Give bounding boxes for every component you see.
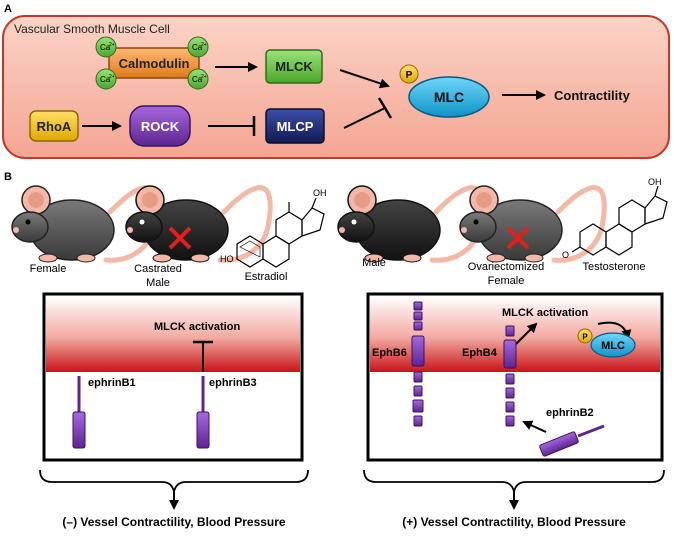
left-brace [39, 469, 309, 493]
ephrinb3-protein [196, 376, 210, 449]
calmodulin-box [108, 47, 200, 79]
ephb6-receptor [411, 301, 425, 427]
svg-text:Ca: Ca [192, 75, 203, 84]
calmodulin-label: Calmodulin [119, 56, 190, 71]
svg-text:Ca: Ca [100, 43, 111, 52]
left-mlck-activation: MLCK activation [154, 321, 240, 333]
red-x-icon [506, 226, 530, 250]
ephb4-label: EphB4 [462, 347, 498, 359]
ovx-label: Ovariectomized [468, 261, 544, 273]
left-result: (–) Vessel Contractility, Blood Pressure [62, 515, 286, 529]
phosphate-node [399, 64, 419, 84]
rock-label: ROCK [141, 119, 180, 134]
rhoa-label: RhoA [37, 119, 72, 134]
cell-label: Vascular Smooth Muscle Cell [14, 22, 170, 36]
svg-text:2+: 2+ [201, 42, 207, 48]
svg-text:Ca: Ca [192, 43, 203, 52]
mlc-label-b: MLC [601, 340, 625, 352]
castrated-label: Castrated [134, 263, 182, 275]
estradiol-oh: OH [313, 188, 327, 198]
calcium-ion: Ca 2+ [187, 68, 209, 90]
ephb4-receptor [503, 325, 517, 427]
svg-text:2+: 2+ [201, 74, 207, 80]
ephb6-label: EphB6 [372, 347, 407, 359]
mlcp-label: MLCP [277, 119, 314, 134]
testosterone-oh: OH [648, 177, 662, 187]
red-x-icon [168, 226, 192, 250]
mlc-node-b [590, 332, 636, 358]
right-mlck-activation: MLCK activation [502, 307, 588, 319]
ovx-label-2: Female [488, 275, 525, 287]
phosphate-label: P [406, 70, 413, 81]
mlcp-box [265, 108, 325, 144]
phosphate-label-b: P [582, 333, 588, 342]
ephrinb2-protein [539, 424, 605, 457]
testosterone-structure-icon [571, 185, 668, 256]
svg-text:Ca: Ca [100, 75, 111, 84]
ovariectomized-female-mouse-icon [460, 186, 604, 262]
svg-text:2+: 2+ [109, 42, 115, 48]
male-label: Male [362, 257, 386, 269]
castrated-male-mouse-icon [126, 186, 270, 262]
rhoa-box [29, 110, 79, 142]
testosterone-label: Testosterone [583, 261, 646, 273]
rock-box [129, 105, 191, 147]
contractility-label: Contractility [554, 88, 631, 103]
inhibit-mlcp-mlc [343, 107, 386, 129]
ephrinb1-protein [72, 376, 86, 449]
phosphate-node-b [577, 328, 593, 344]
mlc-label: MLC [434, 89, 464, 105]
left-membrane [46, 296, 300, 372]
testosterone-o: O [562, 250, 569, 260]
right-brace [363, 469, 665, 493]
panel-a-letter: A [4, 3, 12, 15]
inhibit-bar [377, 97, 393, 119]
estradiol-structure-icon [236, 197, 325, 268]
ephrinb1-label: ephrinB1 [88, 377, 136, 389]
ephrinb2-label: ephrinB2 [546, 407, 594, 419]
arrow-ephrinb2-ephb4 [522, 420, 547, 433]
female-label: Female [30, 263, 67, 275]
calcium-ion: Ca 2+ [95, 36, 117, 58]
arrow-ephb4-mlck [515, 322, 538, 345]
arrow-mlck-mlc [339, 69, 390, 89]
mlck-box [265, 49, 323, 84]
calcium-ion: Ca 2+ [187, 36, 209, 58]
mlck-label: MLCK [275, 59, 313, 74]
castrated-label-2: Male [146, 277, 170, 289]
calcium-ion: Ca 2+ [95, 68, 117, 90]
estradiol-ho: HO [220, 254, 234, 264]
panel-b-letter: B [4, 171, 12, 183]
estradiol-label: Estradiol [245, 271, 288, 283]
ephrinb3-label: ephrinB3 [209, 377, 257, 389]
svg-text:2+: 2+ [109, 74, 115, 80]
arrow-mlck-mlc [597, 321, 632, 340]
mlc-node [408, 76, 490, 118]
right-result: (+) Vessel Contractility, Blood Pressure [402, 515, 626, 529]
